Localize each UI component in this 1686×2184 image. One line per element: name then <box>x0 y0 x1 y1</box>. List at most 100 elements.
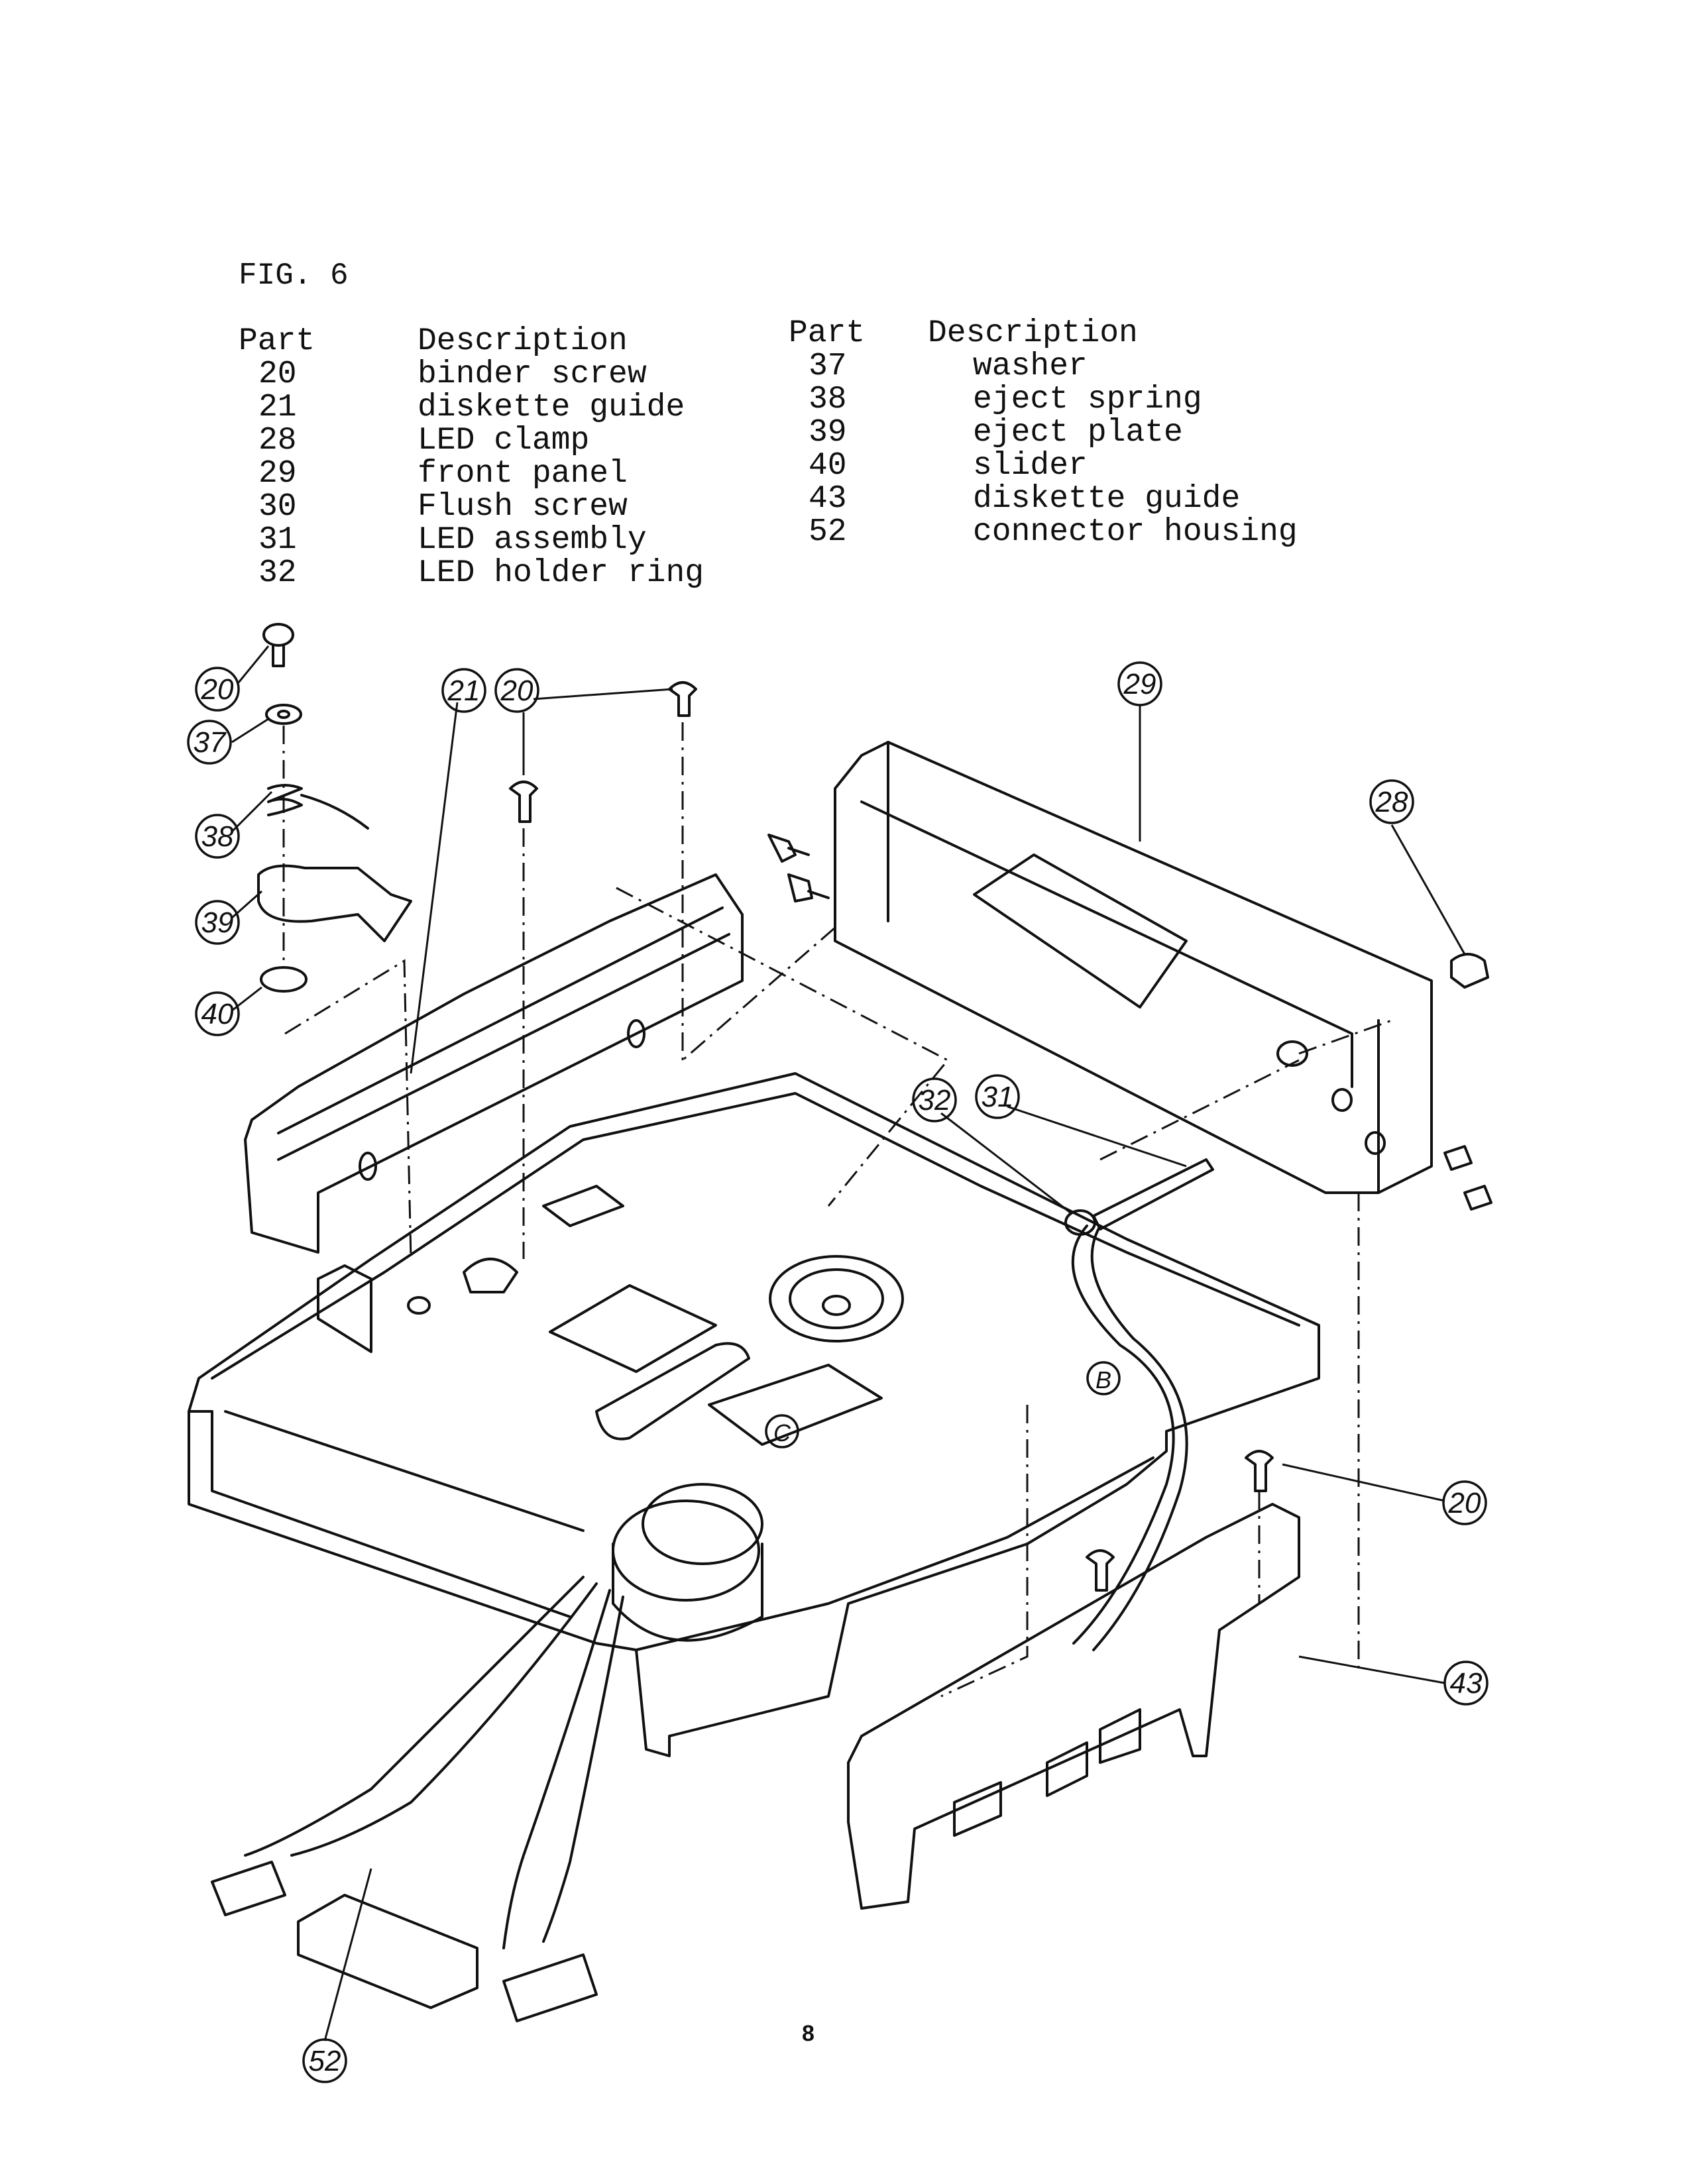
part-number: 32 <box>258 555 297 591</box>
callout-label: 52 <box>309 2045 341 2077</box>
front-panel-ledge <box>860 800 1353 1088</box>
connector-window <box>1099 1708 1141 1764</box>
callout-label: 21 <box>447 675 480 707</box>
spindle-hub-outer <box>769 1255 904 1342</box>
part-description: front panel <box>418 456 628 492</box>
washer-hole <box>277 710 290 719</box>
figure-title: FIG. 6 <box>239 258 349 293</box>
part-number: 29 <box>258 456 297 492</box>
assembly-line <box>1298 1019 1392 1055</box>
connector-housing-small <box>211 1861 286 1916</box>
chassis-top-edge <box>211 1092 1300 1380</box>
wire-bundle <box>502 1589 611 1949</box>
callout-label: 20 <box>1448 1487 1481 1519</box>
binder-screw-head <box>262 623 294 647</box>
connector-housing-large <box>297 1894 478 2009</box>
part-description: slider <box>973 448 1088 484</box>
front-panel <box>834 741 1433 1194</box>
leader-line <box>231 791 273 833</box>
led-clamp <box>1450 953 1489 989</box>
head-carriage <box>708 1364 883 1446</box>
led-wire <box>1090 1225 1188 1651</box>
leader-line <box>1390 824 1466 955</box>
eject-spring <box>267 784 303 816</box>
guide-screw-hole <box>359 1152 377 1181</box>
part-number: 43 <box>809 481 847 517</box>
part-number: 38 <box>809 382 847 417</box>
panel-hole <box>1331 1088 1353 1112</box>
part-description: LED holder ring <box>418 555 704 591</box>
part-number: 31 <box>258 522 297 558</box>
leader-line <box>1282 1463 1445 1502</box>
diskette-guide-left-inner <box>277 906 730 1161</box>
flush-screw <box>787 873 830 902</box>
leader-line <box>533 688 673 700</box>
led-assembly <box>1092 1158 1214 1230</box>
table-row: 40 slider <box>789 449 1298 482</box>
header-description: Description <box>928 315 1138 351</box>
wire-bundle <box>244 1576 585 1857</box>
motor-rim <box>612 1500 760 1602</box>
part-description: connector housing <box>973 514 1298 550</box>
stopper-part <box>463 1258 518 1293</box>
chassis-front-face <box>188 1410 585 1618</box>
callout-label: 20 <box>201 673 234 706</box>
callout-label: 39 <box>201 906 234 939</box>
leader-line <box>940 1112 1071 1214</box>
table-row: 43 diskette guide <box>789 482 1298 516</box>
flush-screw <box>1443 1145 1473 1171</box>
flush-screw <box>767 834 810 863</box>
led-wire <box>1071 1225 1175 1645</box>
spindle-hub-inner <box>789 1268 884 1329</box>
part-description: washer <box>973 349 1088 384</box>
header-part: Part <box>239 323 315 359</box>
callout-label: 29 <box>1123 668 1156 700</box>
callout-label: 28 <box>1375 786 1408 818</box>
slider <box>260 966 308 993</box>
part-description: LED clamp <box>418 423 590 459</box>
part-number: 52 <box>809 514 847 550</box>
eject-plate <box>257 864 412 942</box>
eject-spring-arm <box>300 794 369 830</box>
callout-label: C <box>773 1419 791 1447</box>
callout-label: 38 <box>201 820 234 853</box>
led-window <box>1276 1040 1308 1067</box>
motor-top <box>642 1483 763 1565</box>
part-description: diskette guide <box>973 481 1241 517</box>
callout-label: 20 <box>500 675 534 707</box>
washer <box>265 704 302 725</box>
binder-screw <box>1086 1549 1115 1592</box>
part-number: 21 <box>258 390 297 425</box>
part-description: eject plate <box>973 415 1183 451</box>
table-row: 32 LED holder ring <box>239 557 704 590</box>
binder-screw <box>668 681 697 717</box>
page-number: 8 <box>802 2021 815 2046</box>
leader-line <box>1007 1105 1187 1168</box>
front-panel-face <box>887 741 1380 1194</box>
part-number: 40 <box>809 448 847 484</box>
head-slot <box>595 1342 750 1441</box>
assembly-line <box>284 959 412 1260</box>
chassis-tab-left <box>542 1185 624 1227</box>
binder-screw <box>509 781 538 823</box>
chassis-post-left <box>317 1264 372 1353</box>
front-panel-slot <box>973 853 1188 1009</box>
chassis-bottom-rail <box>635 1456 1154 1651</box>
part-description: LED assembly <box>418 522 647 558</box>
leader-line <box>237 645 270 683</box>
chassis-window <box>549 1284 717 1373</box>
panel-hole <box>1365 1131 1386 1155</box>
part-description: binder screw <box>418 356 647 392</box>
table-row: 52 connector housing <box>789 516 1298 549</box>
callout-label: 32 <box>919 1084 951 1117</box>
table-row: 31 LED assembly <box>239 523 704 557</box>
assembly-line <box>616 887 950 1207</box>
